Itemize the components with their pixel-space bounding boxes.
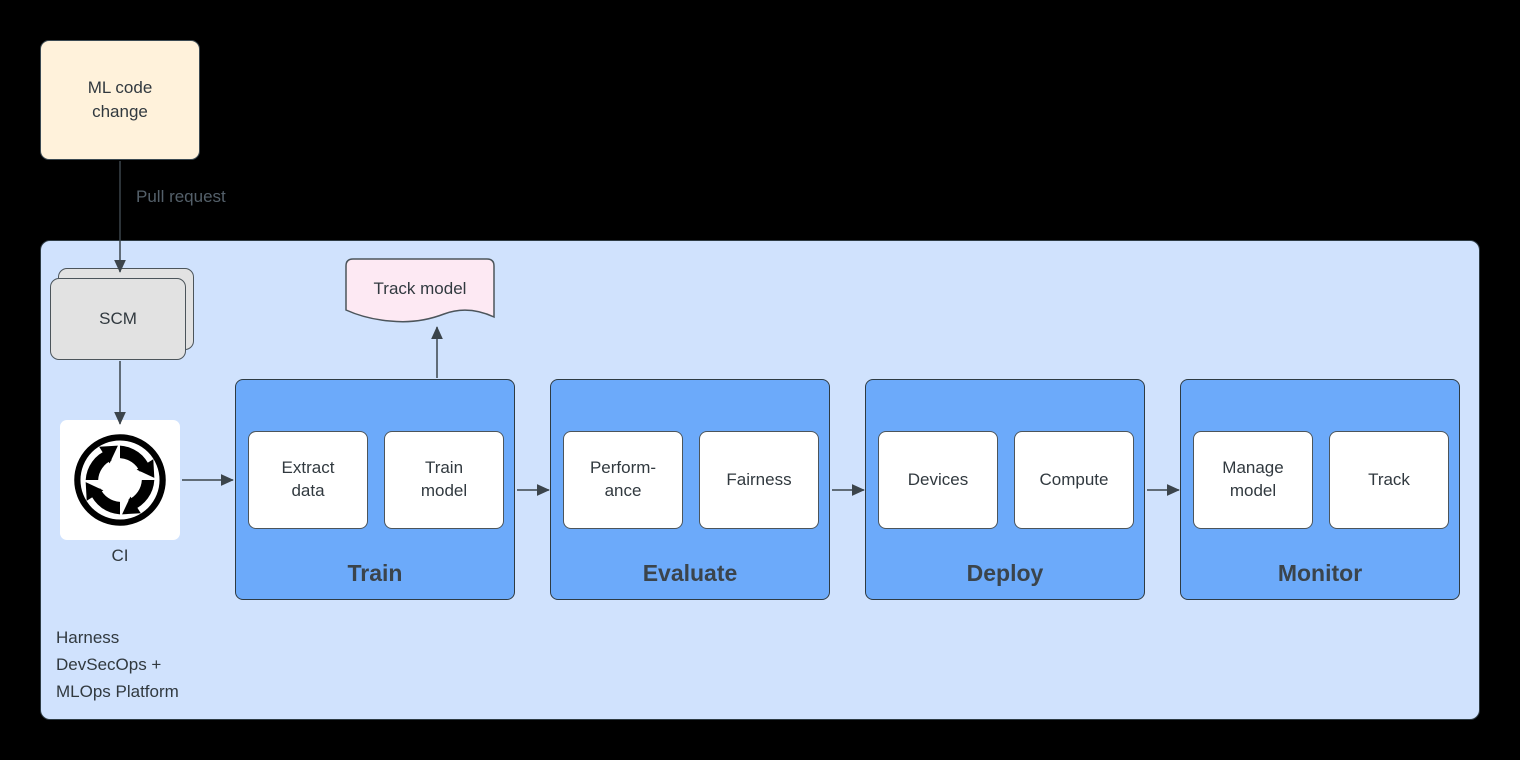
stage-evaluate-box-1-label: Fairness <box>726 469 792 489</box>
stage-monitor[interactable]: Manage model Track Monitor <box>1180 379 1460 600</box>
edge-label-pull-request: Pull request <box>136 187 226 206</box>
stage-train-box-train-model[interactable]: Train model <box>384 431 504 529</box>
ml-code-change-label: ML code change <box>87 77 153 121</box>
ci-node[interactable] <box>60 420 180 540</box>
stage-monitor-box-manage-model[interactable]: Manage model <box>1193 431 1313 529</box>
stage-monitor-box-0-label: Manage model <box>1222 458 1284 500</box>
stage-monitor-title: Monitor <box>1277 560 1363 586</box>
track-model-node[interactable] <box>340 258 500 334</box>
scm-label: SCM <box>99 309 137 328</box>
stage-evaluate-title: Evaluate <box>642 560 738 586</box>
scm-stack-front-sheet: SCM <box>50 278 186 360</box>
scm-node[interactable]: SCM <box>50 268 195 360</box>
stage-train-title: Train <box>347 560 403 586</box>
stage-deploy-box-0-label: Devices <box>907 469 969 489</box>
stage-evaluate-box-fairness[interactable]: Fairness <box>699 431 819 529</box>
stage-train-box-0-label: Extract data <box>281 458 335 500</box>
stage-deploy-box-1-label: Compute <box>1039 469 1109 489</box>
stage-monitor-box-track[interactable]: Track <box>1329 431 1449 529</box>
stage-train-box-1-label: Train model <box>420 458 468 500</box>
stage-train[interactable]: Extract data Train model Train <box>235 379 515 600</box>
platform-caption: Harness DevSecOps + MLOps Platform <box>56 628 179 701</box>
stage-evaluate-box-0-label: Perform- ance <box>589 458 657 500</box>
stage-deploy-title: Deploy <box>966 560 1044 586</box>
stage-deploy[interactable]: Devices Compute Deploy <box>865 379 1145 600</box>
stage-train-box-extract-data[interactable]: Extract data <box>248 431 368 529</box>
circular-arrows-ci-icon <box>74 434 166 526</box>
stage-deploy-box-compute[interactable]: Compute <box>1014 431 1134 529</box>
stage-monitor-box-1-label: Track <box>1368 469 1410 489</box>
stage-deploy-box-devices[interactable]: Devices <box>878 431 998 529</box>
ci-node-label: CI <box>111 546 129 565</box>
ml-code-change-node[interactable]: ML code change <box>40 40 200 160</box>
stage-evaluate[interactable]: Perform- ance Fairness Evaluate <box>550 379 830 600</box>
stage-evaluate-box-performance[interactable]: Perform- ance <box>563 431 683 529</box>
